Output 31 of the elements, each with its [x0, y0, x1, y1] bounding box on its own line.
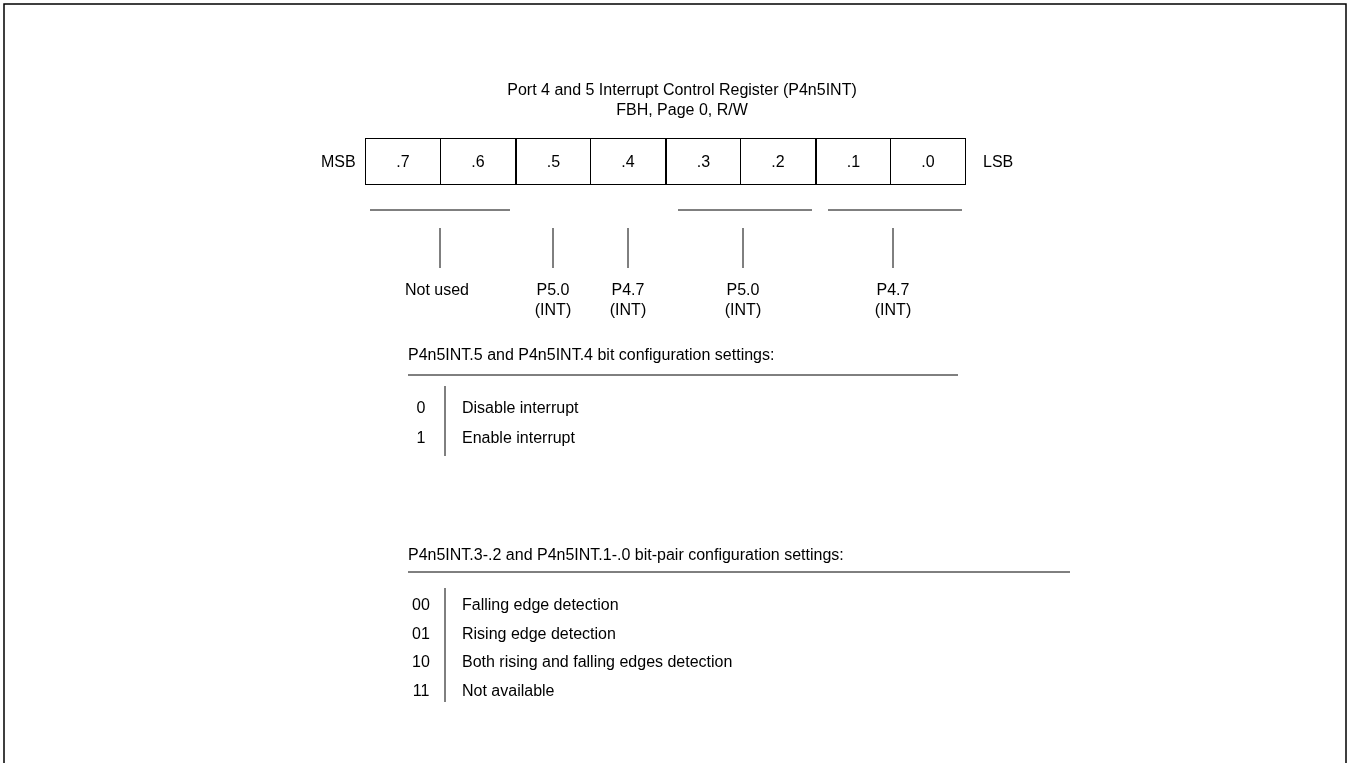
bit-cell: .0	[890, 138, 966, 185]
table-heading: P4n5INT.3-.2 and P4n5INT.1-.0 bit-pair configuration settings:	[408, 545, 844, 565]
bit-cell: .7	[365, 138, 441, 185]
bit-label: P5.0 (INT)	[723, 280, 763, 320]
table-cell: Disable interrupt	[462, 398, 579, 418]
table-cell: Enable interrupt	[462, 428, 575, 448]
bit-label: P4.7 (INT)	[873, 280, 913, 320]
table-cell: Rising edge detection	[462, 623, 616, 644]
bit-cell: .6	[440, 138, 516, 185]
bit-cell: .3	[665, 138, 741, 185]
table-cell-text: 1	[415, 428, 427, 448]
bit-cell: .2	[740, 138, 816, 185]
table-cell: Both rising and falling edges detection	[462, 652, 733, 672]
table-cell: Not available	[462, 680, 555, 701]
bit-label: P4.7 (INT)	[608, 280, 648, 320]
table-cell-text: 01	[411, 623, 431, 644]
bit-cell: .5	[515, 138, 591, 185]
lsb-label: LSB	[983, 152, 1014, 172]
register-title: Port 4 and 5 Interrupt Control Register (P4n5INT)	[506, 80, 858, 100]
table-cell: Falling edge detection	[462, 595, 619, 615]
bit-cell: .1	[815, 138, 891, 185]
table-cell-text: 11	[411, 680, 431, 701]
register-subtitle: FBH, Page 0, R/W	[615, 100, 749, 120]
msb-label: MSB	[321, 152, 356, 172]
table-cell-text: 10	[411, 652, 431, 672]
bit-cell: .4	[590, 138, 666, 185]
table-heading: P4n5INT.5 and P4n5INT.4 bit configuration settings:	[408, 345, 775, 365]
bit-label: Not used	[403, 280, 470, 300]
bit-label: P5.0 (INT)	[533, 280, 573, 320]
table-cell-text: 0	[415, 398, 427, 418]
table-cell-text: 00	[411, 595, 431, 615]
